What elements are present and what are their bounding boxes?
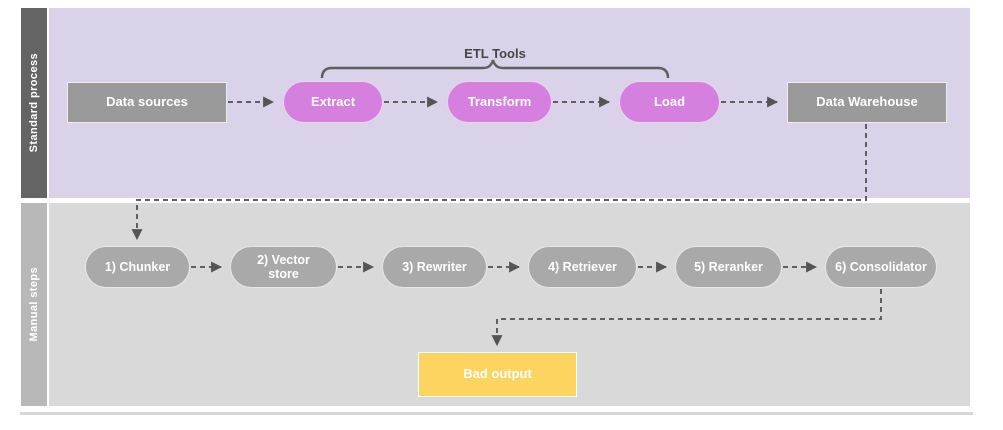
next-lane-divider [20, 412, 973, 415]
node-bad-output: Bad output [418, 352, 577, 397]
node-step-consolidator: 6) Consolidator [825, 246, 937, 288]
etl-tools-brace [320, 59, 670, 79]
node-step-reranker: 5) Reranker [675, 246, 782, 288]
connector-warehouse-chunker [131, 124, 867, 241]
node-step-consolidator-label: 6) Consolidator [835, 259, 927, 274]
node-step-vector-store: 2) Vector store [230, 246, 337, 288]
node-step-retriever: 4) Retriever [528, 246, 637, 288]
node-load: Load [619, 81, 720, 123]
node-data-warehouse: Data Warehouse [787, 82, 947, 123]
node-step-rewriter: 3) Rewriter [382, 246, 487, 288]
node-step-vector-store-label: 2) Vector store [257, 252, 310, 281]
etl-tools-label: ETL Tools [464, 46, 526, 61]
lane-standard-labelbar: Standard process [21, 8, 47, 198]
node-step-chunker: 1) Chunker [85, 246, 190, 288]
connector-consolidator-badoutput [491, 289, 882, 347]
node-data-sources: Data sources [67, 82, 227, 123]
node-transform: Transform [447, 81, 552, 123]
lane-manual-labelbar: Manual steps [21, 203, 47, 406]
node-extract: Extract [283, 81, 383, 123]
